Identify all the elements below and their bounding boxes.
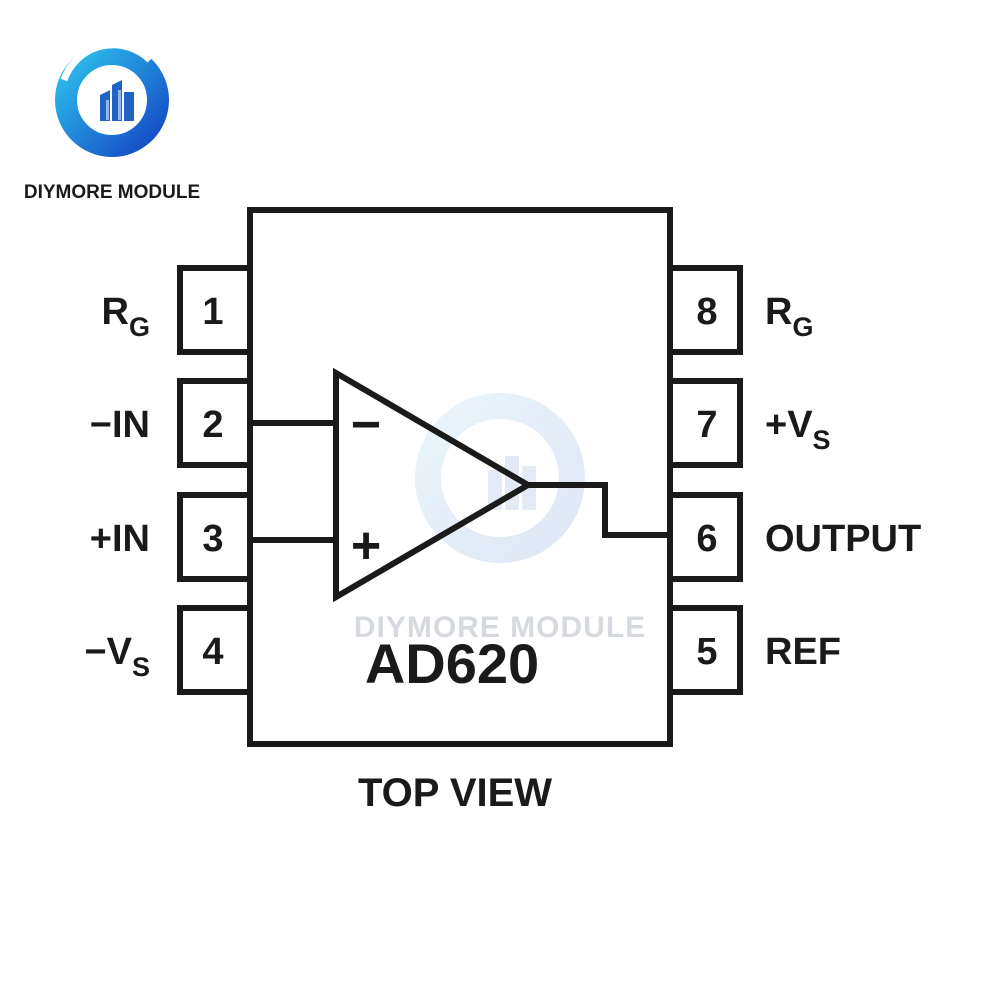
pin-number: 3 [202, 518, 223, 560]
pin-6: 6 OUTPUT [667, 492, 921, 582]
pin-label-subscript: G [129, 312, 150, 342]
pin-label-main: +IN [90, 518, 150, 560]
pin-number: 7 [696, 404, 717, 446]
pin-label-main: −IN [90, 404, 150, 446]
pin-number: 4 [202, 631, 223, 673]
pin-label-main: OUTPUT [765, 518, 921, 560]
pin-box [177, 378, 253, 468]
op-amp-triangle [333, 367, 534, 603]
pin-label: REF [765, 631, 841, 673]
watermark-text: DIYMORE MODULE [354, 611, 646, 644]
pin-number: 6 [696, 518, 717, 560]
pin-box [667, 605, 743, 695]
pin-box [667, 378, 743, 468]
pin-label: +IN [90, 518, 150, 560]
pin-label-main: R [765, 291, 792, 333]
pin-label-subscript: G [792, 312, 813, 342]
pin-box [177, 605, 253, 695]
pin-7: 7 +VS [667, 378, 831, 468]
pin-label-main: REF [765, 631, 841, 673]
pin-3: 3 +IN [90, 492, 253, 582]
pin-label: −IN [90, 404, 150, 446]
pin-2: 2 −IN [90, 378, 253, 468]
diymore-logo-icon [55, 41, 169, 157]
pin-label: RG [102, 291, 150, 342]
pin-box [177, 492, 253, 582]
pin-label-main: R [102, 291, 129, 333]
pin-4: 4 −VS [84, 605, 253, 695]
pin-label: −VS [84, 631, 150, 682]
pin-number: 8 [696, 291, 717, 333]
pin-8: 8 RG [667, 265, 813, 355]
wire-output [528, 482, 670, 538]
pin-label: OUTPUT [765, 518, 921, 560]
part-number: AD620 [365, 632, 539, 695]
inverting-input-symbol: − [351, 396, 381, 454]
pin-number: 1 [202, 291, 223, 333]
pin-box [177, 265, 253, 355]
pin-label: +VS [765, 404, 831, 455]
noninverting-input-symbol: + [351, 517, 381, 575]
brand-name: DIYMORE MODULE [24, 182, 200, 203]
chip-body [247, 207, 673, 747]
pin-number: 5 [696, 631, 717, 673]
pin-label-main: +V [765, 404, 813, 446]
pin-label-subscript: S [132, 652, 150, 682]
pin-1: 1 RG [102, 265, 253, 355]
view-caption: TOP VIEW [358, 771, 552, 815]
pin-number: 2 [202, 404, 223, 446]
pin-label: RG [765, 291, 813, 342]
pin-5: 5 REF [667, 605, 841, 695]
pin-label-subscript: S [813, 425, 831, 455]
pin-box [667, 265, 743, 355]
pin-label-main: −V [84, 631, 132, 673]
